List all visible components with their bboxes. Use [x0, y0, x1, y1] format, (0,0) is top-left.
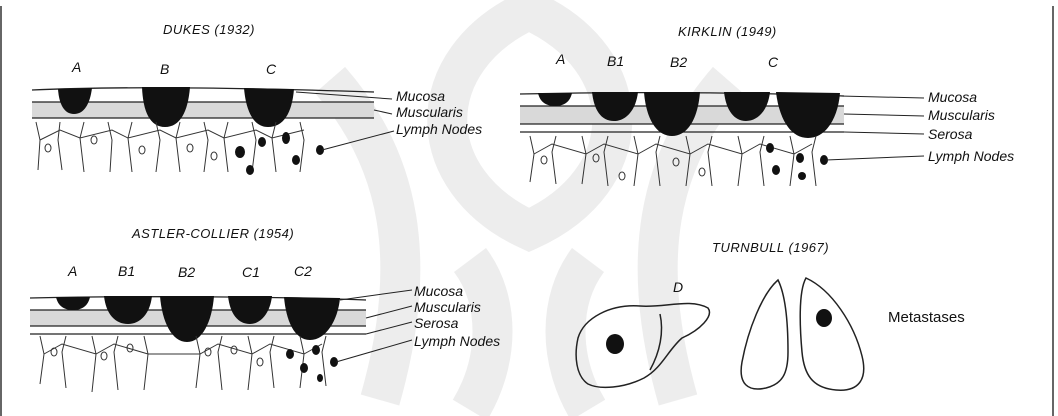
kirklin-tumor-b2 [644, 92, 700, 136]
astler-label-mucosa: Mucosa [414, 283, 463, 299]
dukes-leader-muscularis [374, 110, 392, 114]
kirklin-label-serosa: Serosa [928, 126, 973, 142]
astler-tumor-a [56, 297, 90, 310]
astler-collier-panel: ASTLER-COLLIER (1954) A B1 B2 C1 C2 [30, 226, 500, 392]
astler-leader-muscularis [366, 306, 412, 318]
astler-stage-b1: B1 [118, 263, 135, 279]
dukes-stage-c: C [266, 61, 277, 77]
astler-stage-a: A [67, 263, 77, 279]
astler-label-serosa: Serosa [414, 315, 459, 331]
metastases-label: Metastases [888, 309, 965, 326]
kirklin-tumor-c [776, 92, 840, 138]
kirklin-label-mucosa: Mucosa [928, 89, 977, 105]
left-lung [800, 278, 864, 390]
kirklin-tumor-a [538, 93, 572, 106]
dukes-label-mucosa: Mucosa [396, 88, 445, 104]
astler-title: ASTLER-COLLIER (1954) [131, 226, 294, 241]
dukes-label-muscularis: Muscularis [396, 104, 463, 120]
kirklin-stage-b1: B1 [607, 53, 624, 69]
dukes-stage-a: A [71, 59, 81, 75]
astler-stage-c1: C1 [242, 264, 260, 280]
astler-leader-serosa [366, 322, 412, 334]
kirklin-stage-b2: B2 [670, 54, 687, 70]
liver-lobe-divider [650, 314, 662, 370]
astler-lymph-vessels [40, 336, 338, 392]
dukes-lymph-vessels [36, 122, 324, 175]
turnbull-panel: TURNBULL (1967) D Metastases [576, 240, 965, 390]
astler-tumor-b2 [160, 296, 214, 342]
kirklin-title: KIRKLIN (1949) [678, 24, 777, 39]
turnbull-stage-d: D [673, 279, 683, 295]
liver-metastasis [606, 334, 624, 354]
kirklin-lymph-vessels [530, 136, 828, 186]
dukes-tumor-b [142, 87, 190, 127]
kirklin-stage-c: C [768, 54, 779, 70]
dukes-leader-lymph [322, 131, 394, 150]
dukes-label-lymph-nodes: Lymph Nodes [396, 121, 482, 137]
liver-organ [576, 303, 709, 387]
dukes-stage-b: B [160, 61, 169, 77]
kirklin-stage-a: A [555, 51, 565, 67]
kirklin-leader-lymph [826, 156, 924, 160]
astler-stage-c2: C2 [294, 263, 312, 279]
astler-leader-mucosa [340, 290, 412, 300]
dukes-title: DUKES (1932) [163, 22, 255, 37]
astler-label-lymph-nodes: Lymph Nodes [414, 333, 500, 349]
kirklin-label-lymph-nodes: Lymph Nodes [928, 148, 1014, 164]
right-lung [741, 280, 788, 389]
lung-metastasis [816, 309, 832, 327]
kirklin-leader-serosa [844, 132, 924, 134]
kirklin-label-muscularis: Muscularis [928, 107, 995, 123]
kirklin-leader-mucosa [840, 96, 924, 98]
kirklin-leader-muscularis [844, 114, 924, 116]
astler-stage-b2: B2 [178, 264, 195, 280]
kirklin-panel: KIRKLIN (1949) A B1 B2 C [520, 24, 1014, 186]
astler-leader-lymph [336, 340, 412, 362]
dukes-leader-mucosa [296, 92, 392, 99]
astler-label-muscularis: Muscularis [414, 299, 481, 315]
dukes-tumor-c [244, 88, 294, 127]
dukes-panel: DUKES (1932) A B C [32, 22, 482, 175]
turnbull-title: TURNBULL (1967) [712, 240, 829, 255]
